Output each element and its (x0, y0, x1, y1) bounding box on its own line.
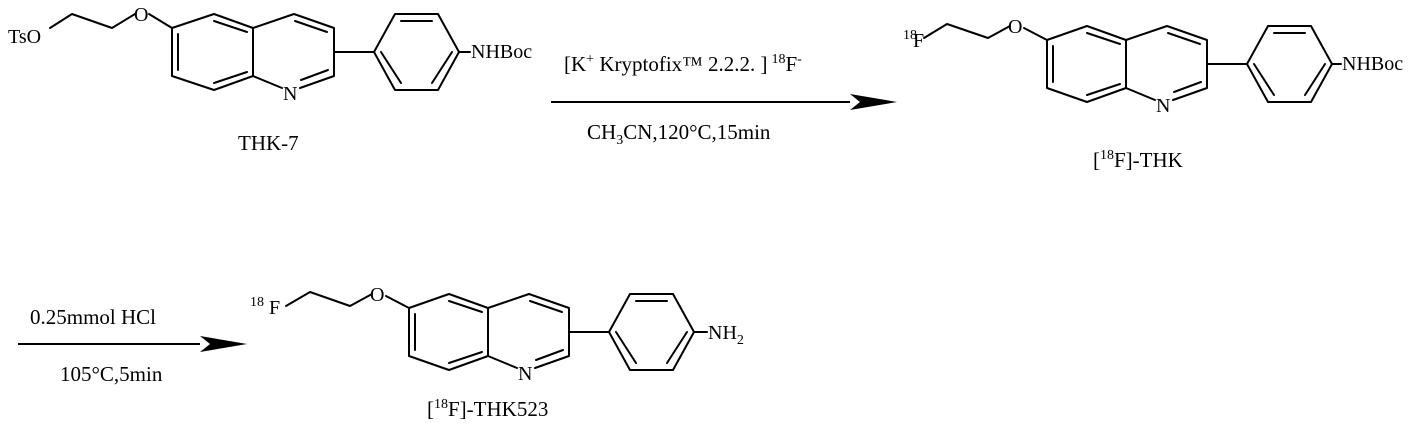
step1-conditions: CH3CN,120°C,15min (587, 120, 771, 148)
ether-bond (385, 295, 410, 309)
step1-arrow-head (850, 94, 897, 110)
ether-bond (148, 13, 173, 29)
reaction-step-1: [K+ Kryptofix™ 2.2.2. ]18F- CH3CN,120°C,… (551, 52, 897, 148)
pyridine-ring (252, 13, 335, 89)
phenyl-ring (373, 13, 460, 91)
nhboc-label: NHBoc (1342, 53, 1403, 75)
ethoxy-chain (49, 13, 136, 29)
isotope-mass-label: 18 (903, 28, 917, 43)
product-18f-thk523: 18 F O N NH2 [18F]-THK523 (250, 284, 744, 421)
phenyl-ring-double-bonds (1253, 32, 1326, 96)
step2-reagent: 0.25mmol HCl (30, 305, 156, 329)
pyridine-ring (1125, 25, 1208, 101)
pyridine-ring (487, 293, 570, 369)
nhboc-label: NHBoc (471, 41, 532, 63)
product-caption: [18F]-THK523 (427, 397, 548, 421)
phenyl-ring-double-bonds (615, 300, 688, 364)
ether-oxygen-label: O (1008, 16, 1022, 38)
fluoroethoxy-chain (285, 291, 373, 307)
intermediate-18f-thk: 18 F O N NHBoc [18F]-THK (903, 16, 1403, 172)
benzo-ring-double-bonds (1052, 32, 1121, 96)
quinoline-nitrogen-label: N (283, 83, 297, 105)
quinoline-nitrogen-label: N (1156, 95, 1170, 117)
benzo-ring (1046, 25, 1127, 103)
tso-label: TsO (8, 26, 41, 48)
ether-oxygen-label: O (134, 4, 148, 26)
reactant-thk7: TsO O N NHBoc THK-7 (8, 4, 532, 155)
phenyl-ring (1246, 25, 1333, 103)
phenyl-ring-double-bonds (380, 20, 453, 84)
fluoroethoxy-chain (923, 23, 1011, 39)
step2-conditions: 105°C,5min (60, 362, 163, 386)
step2-arrow-head (200, 336, 247, 352)
fluorine-label: F (913, 30, 924, 52)
thk7-caption: THK-7 (238, 131, 299, 155)
ether-bond (1023, 27, 1048, 41)
benzo-ring-double-bonds (177, 20, 248, 84)
reaction-step-2: 0.25mmol HCl 105°C,5min (18, 305, 247, 386)
pyridine-ring-double-bonds (1167, 32, 1202, 93)
fluorine-label: F (269, 297, 280, 319)
isotope-mass-label: 18 (250, 295, 264, 310)
benzo-ring-double-bonds (414, 300, 483, 364)
step1-reagent: [K+ Kryptofix™ 2.2.2. ]18F- (564, 52, 802, 76)
benzo-ring (171, 13, 254, 91)
quinoline-nitrogen-label: N (518, 363, 532, 385)
benzo-ring (408, 293, 489, 371)
intermediate-caption: [18F]-THK (1093, 148, 1183, 172)
pyridine-ring-double-bonds (294, 20, 329, 81)
nh2-label: NH2 (708, 322, 744, 348)
phenyl-ring (608, 293, 695, 371)
pyridine-ring-double-bonds (529, 300, 564, 361)
ether-oxygen-label: O (370, 284, 384, 306)
